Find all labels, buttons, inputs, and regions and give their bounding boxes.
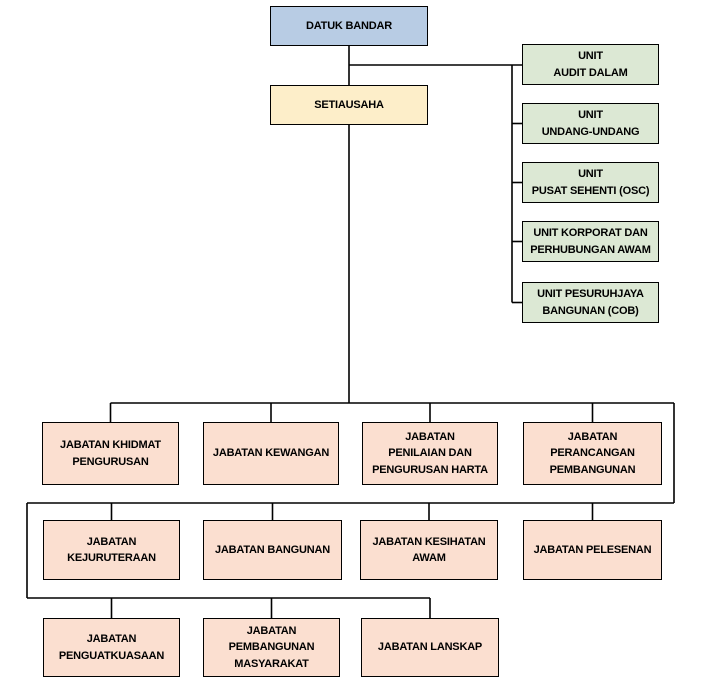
node-jabatan-khidmat-pengurusan-label: JABATAN KHIDMAT PENGURUSAN: [60, 439, 161, 468]
node-jabatan-bangunan-label: JABATAN BANGUNAN: [215, 543, 330, 556]
node-jabatan-pelesenan-label: JABATAN PELESENAN: [533, 543, 652, 556]
node-jabatan-kewangan-label: JABATAN KEWANGAN: [212, 447, 330, 460]
node-unit-pesuruhjaya-bangunan-cob: UNIT PESURUHJAYA BANGUNAN (COB): [522, 282, 659, 323]
node-jabatan-bangunan: JABATAN BANGUNAN: [203, 520, 342, 580]
node-unit-undang-undang: UNIT UNDANG-UNDANG: [522, 103, 659, 144]
node-jabatan-pembangunan-masyarakat-label: JABATAN PEMBANGUNAN MASYARAKAT: [228, 624, 315, 670]
node-jabatan-khidmat-pengurusan: JABATAN KHIDMAT PENGURUSAN: [42, 422, 179, 485]
node-unit-audit-dalam: UNIT AUDIT DALAM: [522, 44, 659, 85]
node-unit-pusat-sehenti-osc: UNIT PUSAT SEHENTI (OSC): [522, 162, 659, 203]
node-unit-audit-dalam-label: UNIT AUDIT DALAM: [553, 50, 628, 79]
node-jabatan-kewangan: JABATAN KEWANGAN: [203, 422, 339, 485]
node-jabatan-perancangan-pembangunan: JABATAN PERANCANGAN PEMBANGUNAN: [523, 422, 662, 485]
node-unit-pusat-sehenti-osc-label: UNIT PUSAT SEHENTI (OSC): [531, 168, 650, 197]
node-datuk-bandar: DATUK BANDAR: [270, 6, 428, 46]
node-jabatan-lanskap-label: JABATAN LANSKAP: [377, 641, 483, 654]
node-unit-korporat-perhubungan-awam-label: UNIT KORPORAT DAN PERHUBUNGAN AWAM: [530, 227, 651, 256]
node-unit-pesuruhjaya-bangunan-cob-label: UNIT PESURUHJAYA BANGUNAN (COB): [537, 288, 644, 317]
node-jabatan-perancangan-pembangunan-label: JABATAN PERANCANGAN PEMBANGUNAN: [549, 430, 636, 476]
node-jabatan-pembangunan-masyarakat: JABATAN PEMBANGUNAN MASYARAKAT: [203, 618, 340, 677]
node-jabatan-kesihatan-awam-label: JABATAN KESIHATAN AWAM: [372, 535, 486, 565]
node-jabatan-kejuruteraan-label: JABATAN KEJURUTERAAN: [67, 535, 156, 565]
connector-group: [26, 46, 675, 618]
node-jabatan-penguatkuasaan: JABATAN PENGUATKUASAAN: [43, 618, 180, 677]
node-datuk-bandar-label: DATUK BANDAR: [306, 19, 392, 32]
node-jabatan-kesihatan-awam: JABATAN KESIHATAN AWAM: [360, 520, 498, 580]
node-setiausaha: SETIAUSAHA: [270, 85, 428, 125]
node-jabatan-kejuruteraan: JABATAN KEJURUTERAAN: [43, 520, 180, 580]
node-jabatan-penilaian-pengurusan-harta: JABATAN PENILAIAN DAN PENGURUSAN HARTA: [362, 422, 498, 485]
node-unit-undang-undang-label: UNIT UNDANG-UNDANG: [541, 109, 640, 138]
node-jabatan-lanskap: JABATAN LANSKAP: [361, 618, 499, 677]
node-unit-korporat-perhubungan-awam: UNIT KORPORAT DAN PERHUBUNGAN AWAM: [522, 221, 659, 262]
node-setiausaha-label: SETIAUSAHA: [314, 98, 384, 111]
node-jabatan-pelesenan: JABATAN PELESENAN: [523, 520, 662, 580]
node-jabatan-penilaian-pengurusan-harta-label: JABATAN PENILAIAN DAN PENGURUSAN HARTA: [372, 430, 488, 476]
node-jabatan-penguatkuasaan-label: JABATAN PENGUATKUASAAN: [58, 633, 165, 662]
